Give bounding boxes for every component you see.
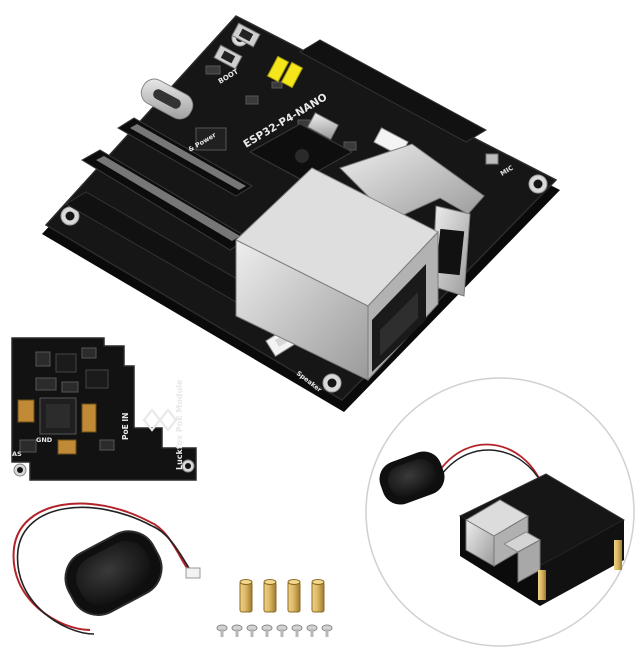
poe-module-name-label: Luckfox PoE Module — [175, 379, 184, 470]
standoff-top — [287, 579, 301, 585]
standoff-top — [311, 579, 325, 585]
screw-shaft — [295, 629, 299, 637]
standoff-top — [239, 579, 253, 585]
as-label: AS — [12, 450, 22, 458]
esp32-p4-chip — [248, 123, 354, 181]
gpio-header-top — [298, 39, 488, 143]
screw-shaft — [265, 629, 269, 637]
standoff-top — [263, 579, 277, 585]
brass-standoff — [263, 581, 277, 613]
screw-shaft — [310, 629, 314, 637]
poe-in-label: PoE IN — [121, 413, 130, 440]
assembled-board-inset — [365, 377, 635, 647]
poe-components — [17, 347, 115, 455]
brass-standoffs — [239, 579, 325, 613]
rj45-ethernet-port — [235, 167, 439, 382]
crystal-oscillator — [307, 112, 339, 140]
mipi-dsi-connector — [117, 117, 253, 197]
usb-c-port — [140, 78, 194, 120]
brass-standoff — [311, 581, 325, 613]
screw-shaft — [280, 629, 284, 637]
brass-standoff — [239, 581, 253, 613]
luckfox-logo — [142, 408, 178, 432]
screw-shaft — [325, 629, 329, 637]
luckfox-poe-module: Luckfox PoE Module PoE IN GND AS — [11, 337, 197, 481]
brass-standoff — [287, 581, 301, 613]
gpio-pins-top — [304, 3, 479, 137]
mic-component — [485, 153, 499, 165]
smd-components — [195, 57, 357, 151]
screw-shaft — [220, 629, 224, 637]
gnd-label: GND — [36, 436, 53, 444]
yellow-jumpers — [266, 55, 304, 89]
speaker-plug — [185, 567, 201, 579]
boot-button — [213, 44, 243, 70]
inset-gpio-pins — [558, 458, 624, 515]
speaker-with-cable — [12, 502, 201, 635]
screw-shaft — [235, 629, 239, 637]
esp32-p4-nano-board: ESP32-P4-NANO BOOT & Power MIC Speaker — [42, 3, 560, 412]
reset-button — [231, 22, 261, 48]
screw-shaft — [250, 629, 254, 637]
mounting-screws — [216, 624, 333, 637]
